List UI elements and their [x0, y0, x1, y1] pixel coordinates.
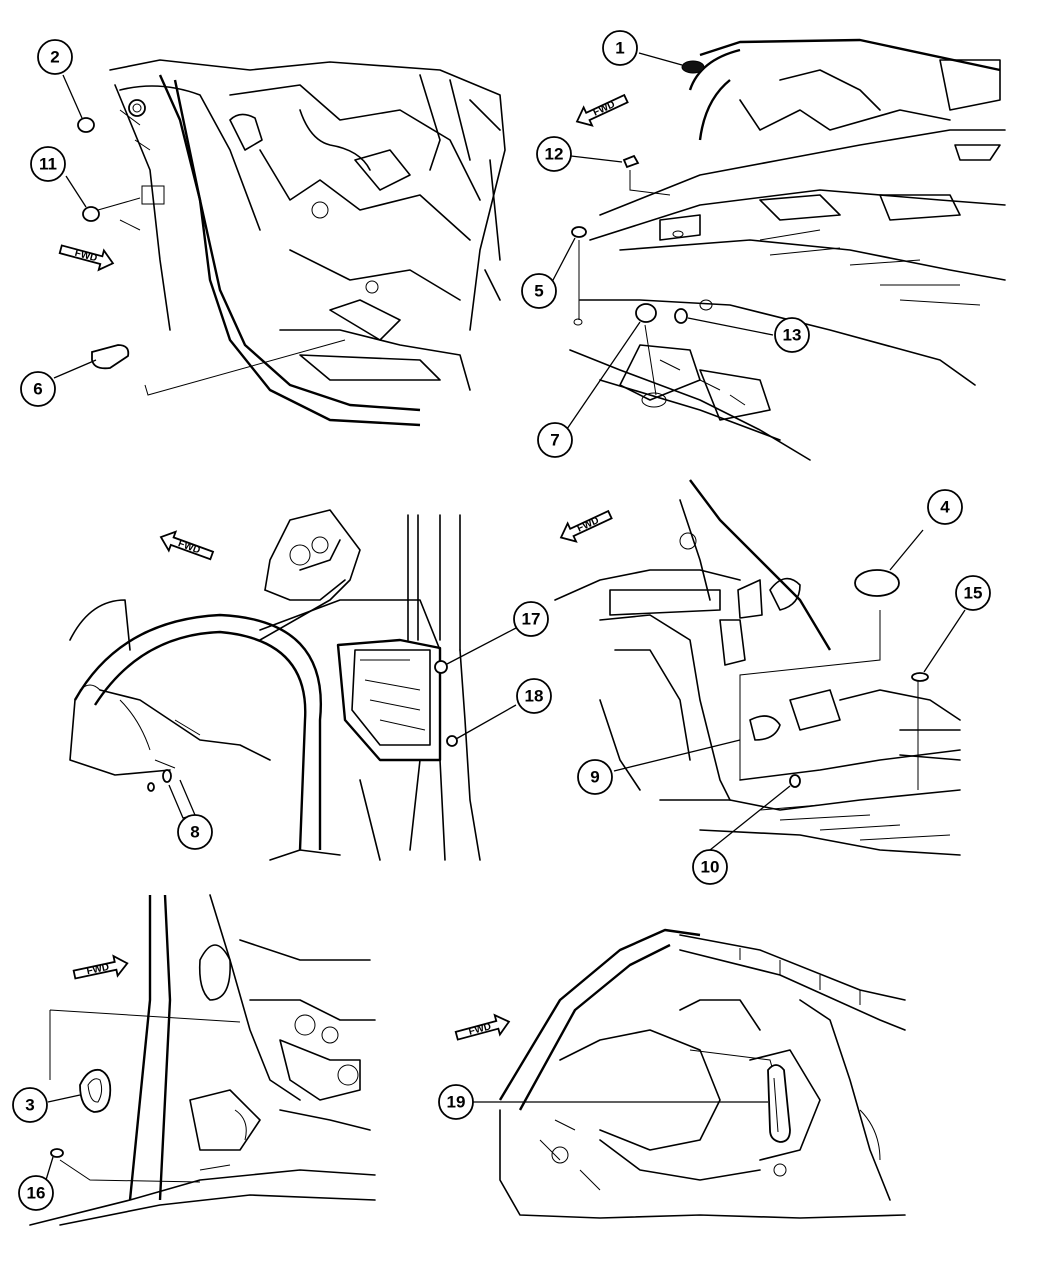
callout-7: 7: [537, 422, 573, 458]
fwd-arrow-rear-quarter: FWD: [454, 1013, 511, 1041]
svg-text:8: 8: [190, 823, 199, 842]
callout-10: 10: [692, 849, 728, 885]
panel-front-pillar-lower: FWD: [29, 894, 376, 1226]
svg-text:FWD: FWD: [468, 1021, 493, 1038]
svg-text:1: 1: [615, 39, 624, 58]
svg-text:FWD: FWD: [576, 515, 601, 535]
panel-rear-floor: FWD: [569, 38, 1006, 461]
callout-1: 1: [602, 30, 638, 66]
callout-19: 19: [438, 1084, 474, 1120]
callout-11: 11: [30, 146, 66, 182]
leader-lines: [45, 52, 966, 1181]
callout-16: 16: [18, 1175, 54, 1211]
panel-wheelhouse: FWD: [69, 509, 481, 861]
svg-text:7: 7: [550, 431, 559, 450]
panel-rear-quarter-inner: FWD: [454, 928, 906, 1219]
callout-12: 12: [536, 136, 572, 172]
callout-9: 9: [577, 759, 613, 795]
callout-15: 15: [955, 575, 991, 611]
svg-text:16: 16: [27, 1184, 46, 1203]
svg-text:FWD: FWD: [177, 538, 202, 556]
fwd-arrow-cargo: FWD: [559, 509, 613, 543]
panel-front-floor-left: FWD: [58, 59, 506, 427]
svg-text:4: 4: [940, 498, 950, 517]
callout-4: 4: [927, 489, 963, 525]
svg-text:17: 17: [522, 610, 541, 629]
callout-13: 13: [774, 317, 810, 353]
fwd-arrow-front-floor: FWD: [58, 244, 115, 272]
callout-17: 17: [513, 601, 549, 637]
svg-text:15: 15: [964, 584, 983, 603]
svg-text:12: 12: [545, 145, 564, 164]
svg-text:19: 19: [447, 1093, 466, 1112]
svg-text:FWD: FWD: [592, 99, 617, 119]
callout-6: 6: [20, 371, 56, 407]
svg-text:11: 11: [39, 155, 57, 174]
svg-text:3: 3: [25, 1096, 34, 1115]
panel-cargo-quarter: FWD: [554, 479, 961, 856]
callout-8: 8: [177, 814, 213, 850]
svg-text:10: 10: [701, 858, 720, 877]
svg-text:13: 13: [783, 326, 802, 345]
svg-text:2: 2: [50, 48, 59, 67]
callout-2: 2: [37, 39, 73, 75]
callout-18: 18: [516, 678, 552, 714]
svg-text:9: 9: [590, 768, 599, 787]
svg-text:18: 18: [525, 687, 544, 706]
fwd-arrow-rear-floor: FWD: [575, 93, 629, 127]
svg-text:6: 6: [33, 380, 42, 399]
svg-text:FWD: FWD: [73, 248, 98, 265]
callout-5: 5: [521, 273, 557, 309]
callout-3: 3: [12, 1087, 48, 1123]
fwd-arrow-front-pillar: FWD: [72, 954, 129, 980]
fwd-arrow-wheelhouse: FWD: [159, 530, 215, 561]
svg-text:5: 5: [534, 282, 543, 301]
svg-text:FWD: FWD: [86, 962, 111, 977]
